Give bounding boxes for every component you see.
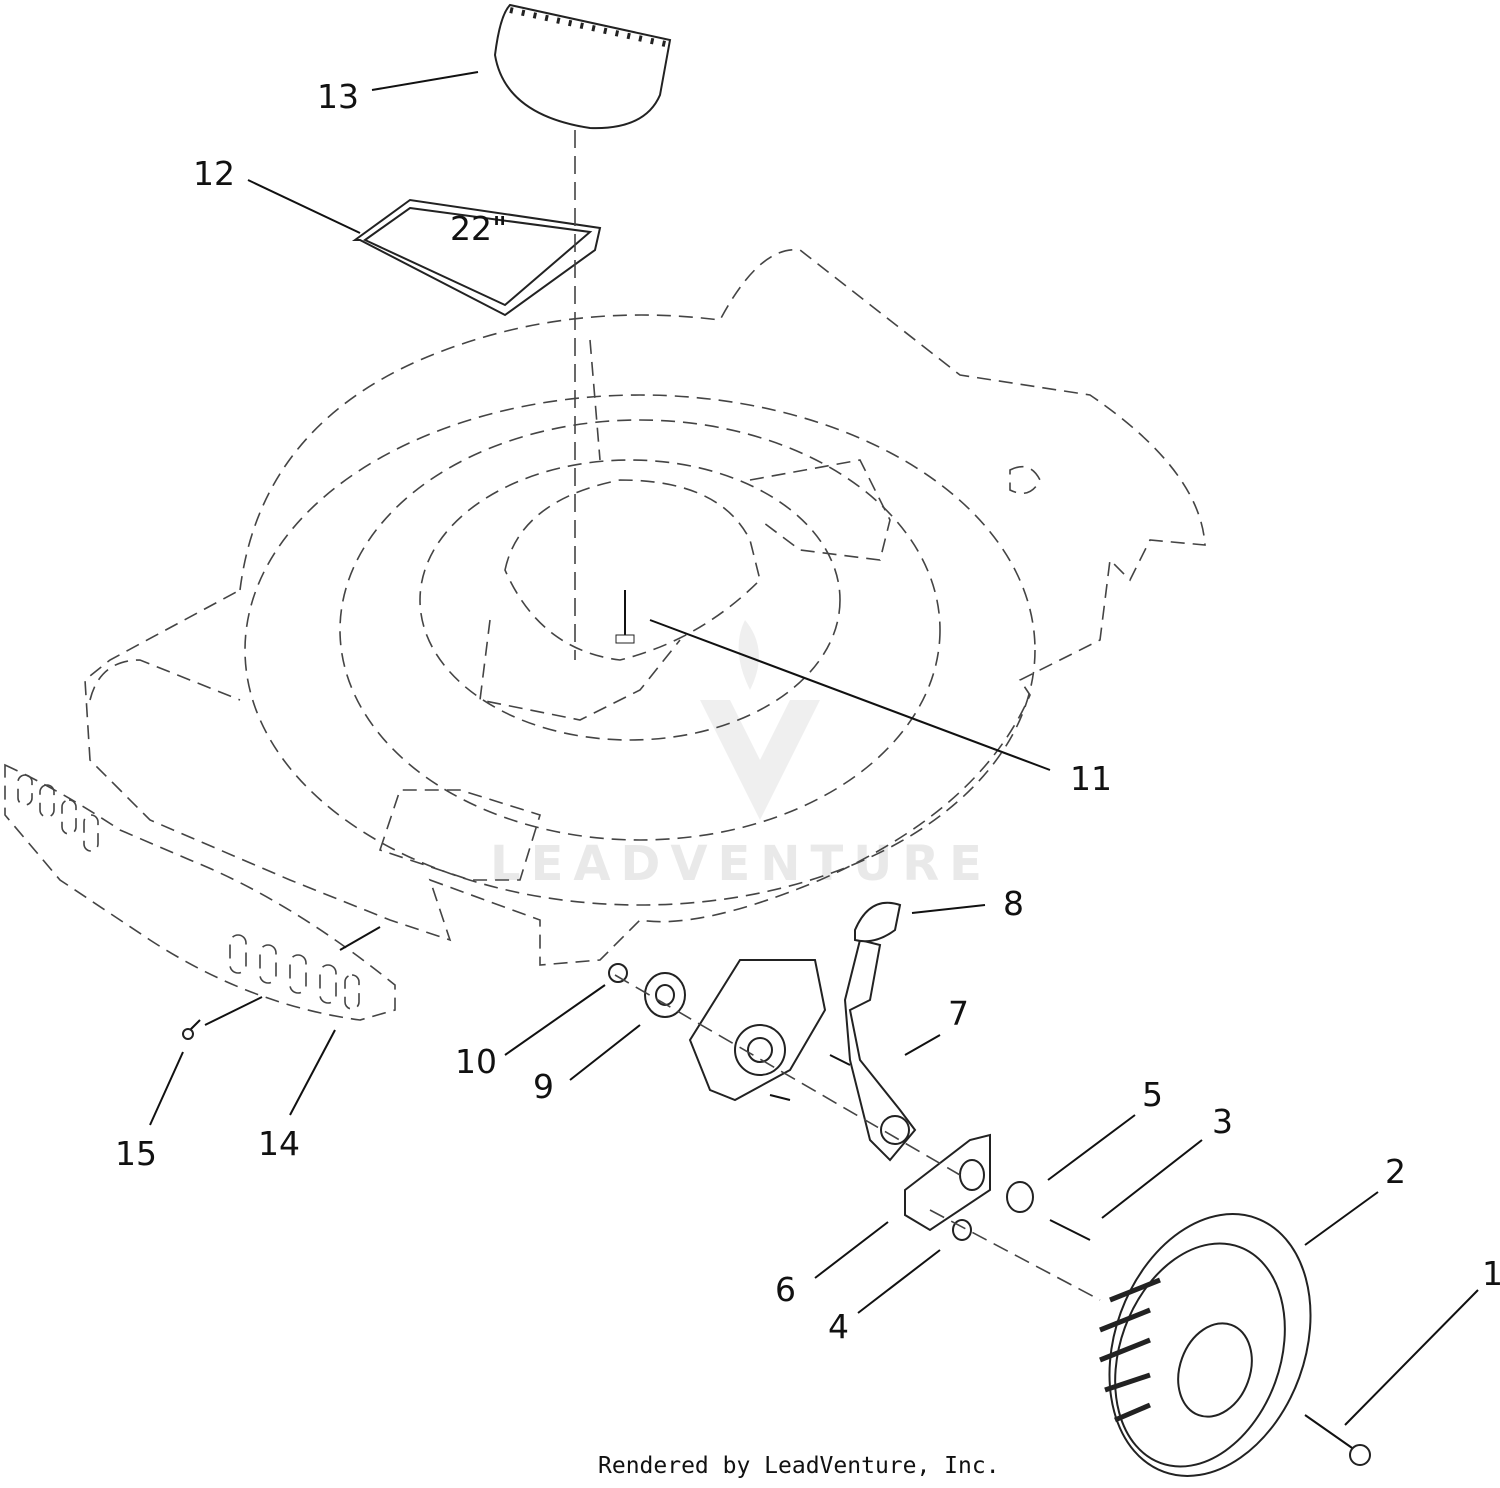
callout-13: 13 <box>317 77 359 116</box>
front-grille <box>4 763 396 1021</box>
decal-22: 22" <box>351 198 602 317</box>
callout-4: 4 <box>828 1307 849 1346</box>
callout-15: 15 <box>115 1134 157 1173</box>
wheel <box>1099 1213 1371 1477</box>
callout-11: 11 <box>1070 759 1112 798</box>
top-cover <box>493 3 672 130</box>
callout-3: 3 <box>1212 1102 1233 1141</box>
callout-10: 10 <box>455 1042 497 1081</box>
callout-labels: 1 2 3 4 5 6 7 8 9 10 11 12 13 14 15 <box>115 77 1500 1346</box>
callout-5: 5 <box>1142 1075 1163 1114</box>
watermark: LEADVENTURE <box>490 620 992 892</box>
callout-1: 1 <box>1482 1254 1500 1293</box>
height-adjuster <box>608 901 1091 1241</box>
callout-2: 2 <box>1385 1152 1406 1191</box>
callout-9: 9 <box>533 1067 554 1106</box>
footer-credit: Rendered by LeadVenture, Inc. <box>598 1453 1000 1479</box>
watermark-text: LEADVENTURE <box>490 836 992 892</box>
callout-7: 7 <box>948 994 969 1033</box>
leader-lines <box>149 71 1479 1426</box>
assembly-axis-1 <box>614 974 961 1176</box>
callout-6: 6 <box>775 1270 796 1309</box>
callout-8: 8 <box>1003 884 1024 923</box>
assembly-axis-2 <box>929 1209 1101 1301</box>
callout-12: 12 <box>193 154 235 193</box>
bolt-11 <box>615 590 635 644</box>
callout-14: 14 <box>258 1124 300 1163</box>
mower-deck <box>84 248 1206 966</box>
screw-15 <box>182 1019 201 1040</box>
decal-text: 22" <box>450 209 507 248</box>
